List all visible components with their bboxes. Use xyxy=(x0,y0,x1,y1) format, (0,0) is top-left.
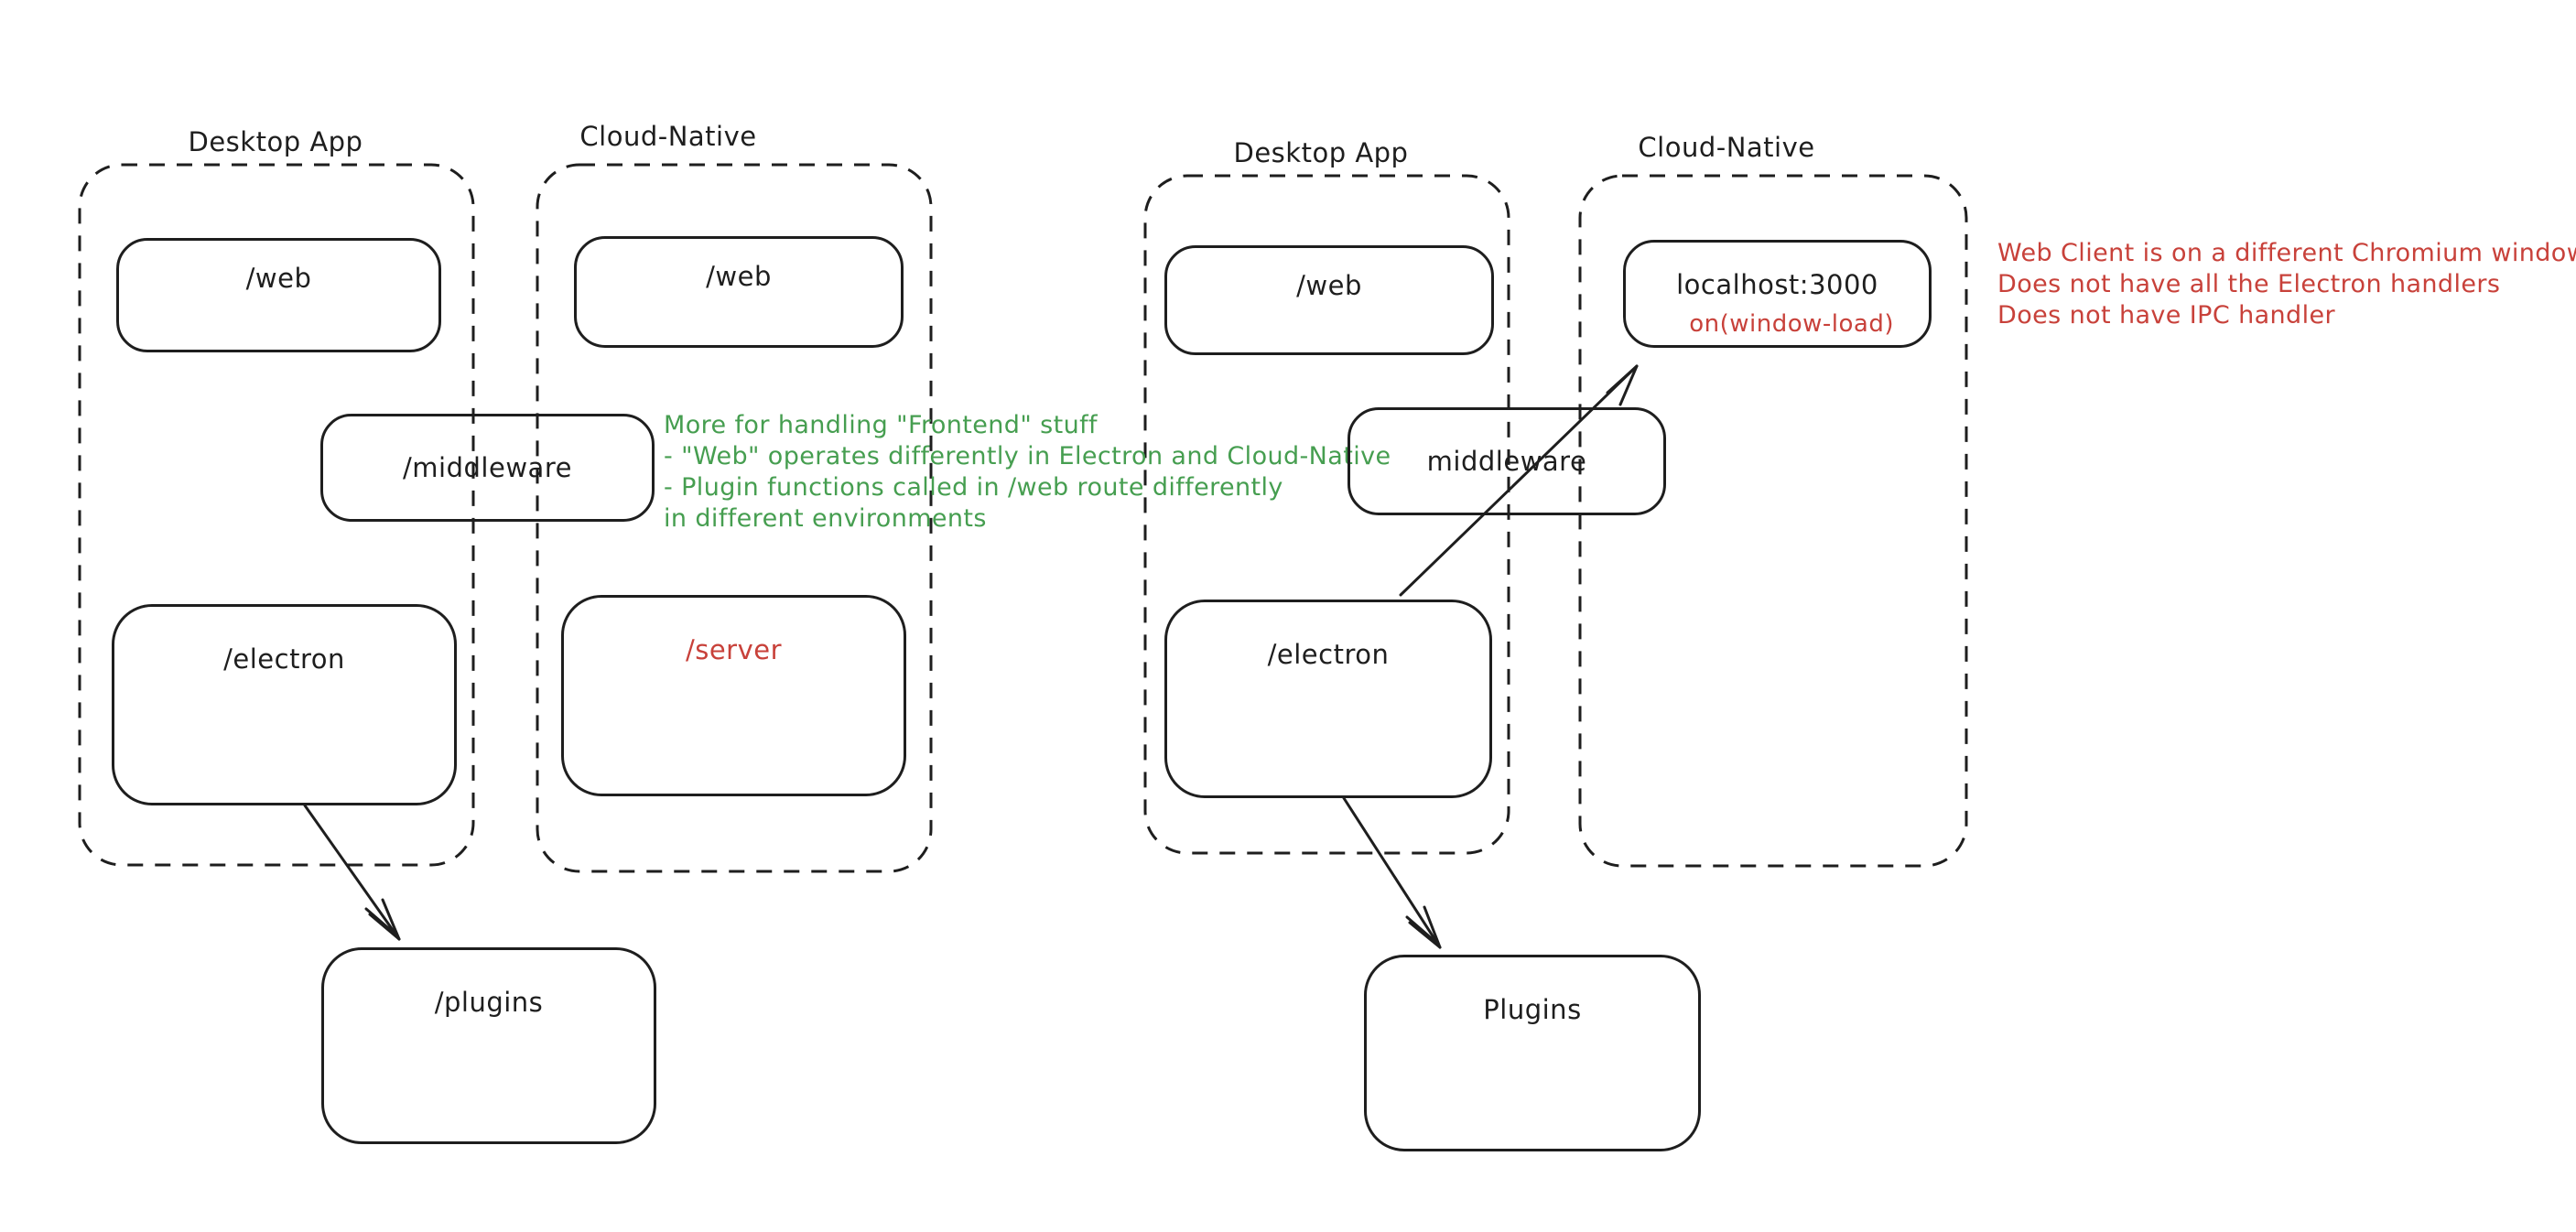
left-web-cloud-box: /web xyxy=(574,236,904,348)
right-electron-label: /electron xyxy=(1267,639,1390,670)
right-middleware-box: middleware xyxy=(1348,407,1666,515)
right-cloud-native-label: Cloud-Native xyxy=(1638,132,1815,163)
left-middleware-label: /middleware xyxy=(403,452,572,483)
right-middleware-label: middleware xyxy=(1426,446,1587,477)
left-web-cloud-label: /web xyxy=(706,261,772,292)
left-server-label: /server xyxy=(685,634,783,665)
left-web-desktop-label: /web xyxy=(245,263,312,294)
green-note-line-3: - Plugin functions called in /web route … xyxy=(664,473,1283,502)
right-plugins-box: Plugins xyxy=(1364,955,1701,1151)
left-web-desktop-box: /web xyxy=(116,238,441,352)
left-desktop-app-label: Desktop App xyxy=(188,126,363,157)
red-note-line-1: Web Client is on a different Chromium wi… xyxy=(1997,239,2576,267)
window-load-label: on(window-load) xyxy=(1689,309,1894,338)
left-server-box: /server xyxy=(561,595,906,796)
left-green-annotation: More for handling "Frontend" stuff - "We… xyxy=(664,410,1391,535)
left-electron-box: /electron xyxy=(112,604,457,805)
left-middleware-box: /middleware xyxy=(320,414,655,522)
green-note-line-4: in different environments xyxy=(664,504,987,533)
right-desktop-app-label: Desktop App xyxy=(1233,137,1409,168)
localhost-box: localhost:3000 on(window-load) xyxy=(1623,240,1932,348)
arrow-electron-to-plugins-left xyxy=(303,804,401,941)
red-note-line-2: Does not have all the Electron handlers xyxy=(1997,270,2501,298)
right-electron-box: /electron xyxy=(1164,600,1492,798)
left-electron-label: /electron xyxy=(223,643,345,675)
green-note-line-2: - "Web" operates differently in Electron… xyxy=(664,442,1391,470)
left-plugins-box: /plugins xyxy=(321,947,656,1144)
right-web-label: /web xyxy=(1296,270,1362,301)
localhost-label: localhost:3000 xyxy=(1676,268,1878,300)
left-plugins-label: /plugins xyxy=(434,987,544,1018)
left-cloud-native-label: Cloud-Native xyxy=(579,121,757,152)
red-note-line-3: Does not have IPC handler xyxy=(1997,301,2336,330)
arrow-electron-to-plugins-right xyxy=(1342,796,1442,949)
right-red-annotation: Web Client is on a different Chromium wi… xyxy=(1997,238,2576,331)
right-plugins-label: Plugins xyxy=(1483,994,1582,1025)
right-web-box: /web xyxy=(1164,245,1494,355)
green-note-line-1: More for handling "Frontend" stuff xyxy=(664,411,1098,439)
